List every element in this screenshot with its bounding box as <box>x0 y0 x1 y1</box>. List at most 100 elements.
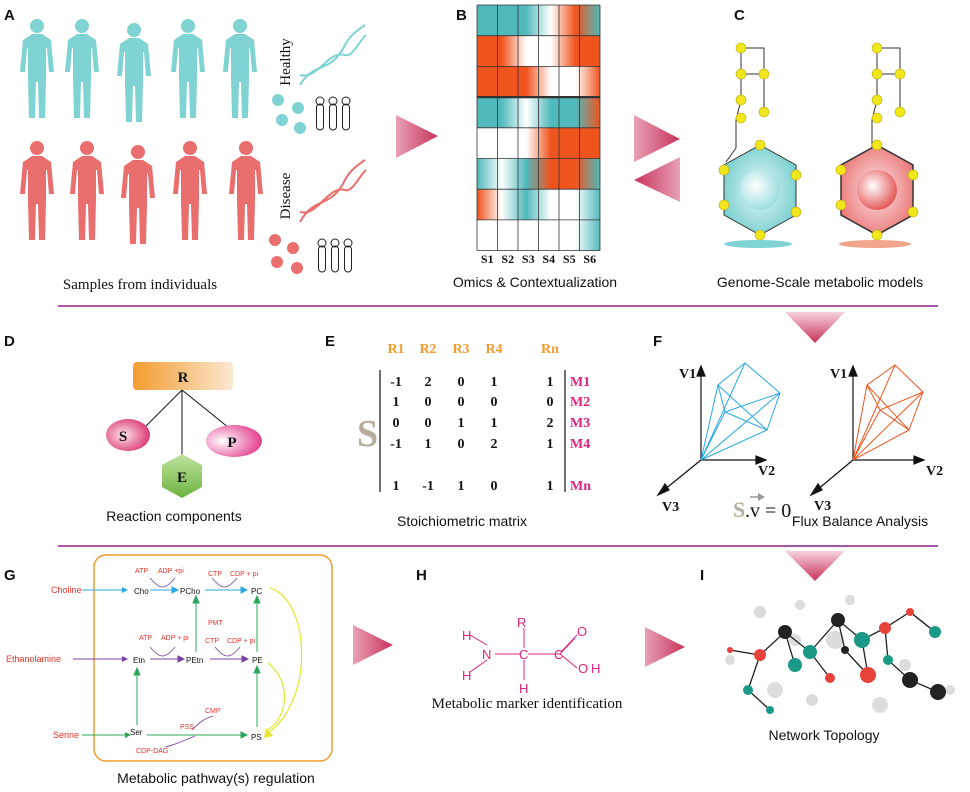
arrow-down-icon <box>785 312 845 343</box>
panel-h-label: H <box>416 567 427 584</box>
heatmap-column-label: S4 <box>542 252 555 266</box>
pathway-box <box>93 554 333 762</box>
panel-f-caption: Flux Balance Analysis <box>792 513 928 529</box>
disease-dots <box>269 234 303 274</box>
amino-acid-structure <box>469 628 578 680</box>
r-group-atom: R <box>517 615 526 630</box>
matrix-cell: 1 <box>458 479 465 494</box>
dna-helix-icon <box>299 24 367 86</box>
flux-space-unconstrained: V1 V2 V3 <box>656 362 781 515</box>
panel-g-caption: Metabolic pathway(s) regulation <box>117 770 315 786</box>
panel-a-label: A <box>4 7 15 24</box>
pc-metabolite: PC <box>251 587 262 596</box>
fba-equation: S .v = 0 <box>733 493 791 522</box>
heatmap-column-label: S6 <box>583 252 596 266</box>
pmt-enzyme: PMT <box>208 620 224 627</box>
matrix-cell: 2 <box>547 416 554 431</box>
matrix-row-label: M3 <box>570 416 590 431</box>
matrix-cell: 0 <box>458 395 465 410</box>
dna-helix-icon <box>299 159 367 223</box>
healthy-label: Healthy <box>278 38 294 86</box>
matrix-cell: 1 <box>458 416 465 431</box>
pss-enzyme: PSS <box>180 724 194 731</box>
panel-a-caption: Samples from individuals <box>63 277 217 293</box>
arrow-down-icon <box>785 551 845 581</box>
matrix-cell: 1 <box>547 375 554 390</box>
enzyme-node <box>162 454 202 498</box>
serine-input: Serine <box>53 730 79 740</box>
substrate-node-label: S <box>119 429 127 445</box>
panel-d-caption: Reaction components <box>106 508 241 524</box>
nitrogen-atom: N <box>482 647 491 662</box>
axis-v2-label: V2 <box>758 464 775 479</box>
ctp-cofactor: CTP <box>205 638 219 645</box>
disease-label: Disease <box>278 172 294 219</box>
matrix-row-label: M4 <box>570 437 590 452</box>
matrix-symbol: S <box>357 413 378 455</box>
cho-metabolite: Cho <box>134 587 149 596</box>
person-icon <box>173 141 207 240</box>
hydrogen-atom: H <box>519 681 528 696</box>
panel-g-label: G <box>4 567 16 584</box>
matrix-cell: 0 <box>491 479 498 494</box>
hydrogen-atom: H <box>462 628 471 643</box>
test-tubes-icon <box>315 96 351 131</box>
equation-symbol: S <box>733 497 745 522</box>
matrix-cell: 0 <box>547 395 554 410</box>
person-icon <box>121 145 155 244</box>
product-node-label: P <box>227 435 236 451</box>
matrix-cell: 2 <box>425 375 432 390</box>
atp-cofactor: ATP <box>135 568 148 575</box>
panel-b-label: B <box>456 7 467 24</box>
omics-heatmap <box>476 4 601 252</box>
heatmap-column-label: S5 <box>563 252 576 266</box>
reaction-components-diagram: R S P E <box>106 362 262 498</box>
adp-cofactor: ADP + pi <box>161 635 189 642</box>
network-topology-graph <box>725 595 955 714</box>
axis-v1-label: V1 <box>679 367 696 382</box>
cdp-cofactor: CDP + pi <box>230 571 259 578</box>
arrow-right-icon <box>353 625 393 665</box>
person-icon <box>171 19 205 118</box>
matrix-cell: 1 <box>491 375 498 390</box>
panel-b-caption: Omics & Contextualization <box>453 274 617 290</box>
person-icon <box>229 141 263 240</box>
reaction-node-label: R <box>178 370 189 386</box>
matrix-cell: 1 <box>425 437 432 452</box>
matrix-cell: 1 <box>547 479 554 494</box>
matrix-column-header: R2 <box>419 342 436 357</box>
cmp-cofactor: CMP <box>205 708 221 715</box>
ser-metabolite: Ser <box>130 728 143 737</box>
person-icon <box>117 23 151 122</box>
matrix-cell: 0 <box>458 437 465 452</box>
matrix-cell: 0 <box>425 395 432 410</box>
disease-metabolic-model <box>835 42 919 248</box>
panel-d-label: D <box>4 333 15 350</box>
choline-input: Choline <box>51 585 82 595</box>
person-icon <box>20 19 54 118</box>
pathway-diagram: Choline Ethanolamine Serine Cho PCho PC … <box>6 568 303 755</box>
matrix-cell: 1 <box>393 479 400 494</box>
ctp-cofactor: CTP <box>208 571 222 578</box>
matrix-row-label: M1 <box>570 375 590 390</box>
matrix-cell: 1 <box>393 395 400 410</box>
arrow-right-icon <box>634 115 680 162</box>
axis-v2-label: V2 <box>926 464 943 479</box>
matrix-cell: 1 <box>547 437 554 452</box>
ethanolamine-input: Ethanolamine <box>6 654 61 664</box>
equation-text: .v = 0 <box>745 500 791 522</box>
carbon-atom: C <box>554 647 563 662</box>
reaction-node <box>133 362 233 390</box>
panel-e-caption: Stoichiometric matrix <box>397 513 527 529</box>
matrix-row-label: M2 <box>570 395 590 410</box>
hydrogen-atom: H <box>462 668 471 683</box>
heatmap-column-label: S3 <box>522 252 535 266</box>
pe-metabolite: PE <box>252 656 263 665</box>
carbon-atom: C <box>519 647 528 662</box>
flux-space-constrained: V1 V2 V3 <box>809 364 943 514</box>
panel-h-caption: Metabolic marker identification <box>432 696 623 712</box>
product-node <box>206 425 262 457</box>
cdp-cofactor: CDP + pi <box>227 638 256 645</box>
